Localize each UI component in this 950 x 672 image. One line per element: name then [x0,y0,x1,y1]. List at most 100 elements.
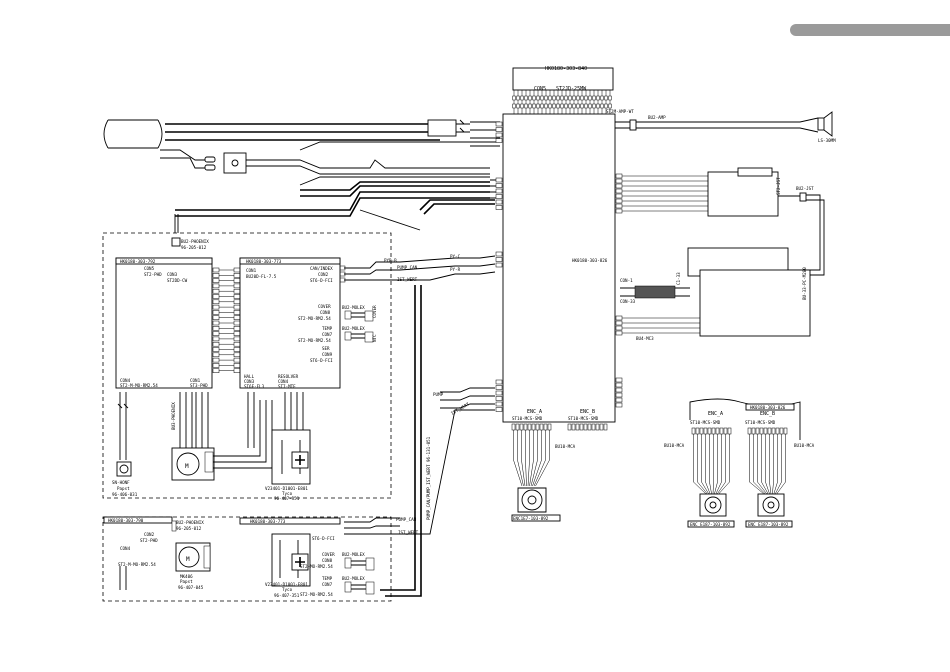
panel-a-wire [705,434,711,495]
pump-label: PUMP [433,392,444,397]
jst-pin [615,208,623,214]
fan-mfr: Papst [117,486,130,491]
board-a-pin [212,347,220,352]
fan-label: SN-HONF [112,480,130,485]
top-conn-label: ST2JD-25MW [556,86,587,92]
board-a-pin [212,357,220,363]
res-num: 96-407-351 [274,496,300,501]
upper-phoenix: BU2-PHOENIX 96-205-012 [171,214,209,250]
panel-b-wire [776,434,786,495]
panel-b-wire [757,434,767,495]
board-b-pin [233,352,241,358]
con33a-label: CON-33 [620,299,636,304]
top-pin [568,95,572,101]
board-b-pin [233,283,241,289]
enc-b-pin [595,423,600,431]
lower-st2: ST2-PHD [140,538,158,543]
cover-bu: BU2-MOLEX [342,305,365,310]
res-mfr: Tyco [282,491,293,496]
main-pin [495,401,503,407]
top-pin [588,95,592,101]
panel-enc-a-id: ENC_E187-103-892 [690,522,731,527]
panel-b-wire [749,434,765,495]
top-pin [584,103,588,109]
top-pin [572,103,576,109]
speaker-label: LS-30MM [818,138,836,143]
panel-enc-b: ENC_B [760,411,775,417]
panel-a-wire [715,434,722,495]
con1-text: CON1 [246,268,257,273]
panel-a-wire [701,434,710,495]
enc-wire [533,430,546,487]
amp-cable-label: BU2-AMP [648,115,666,120]
lower-con2: CON2 [144,532,155,537]
board-a-pin [212,336,220,342]
st2-text: ST2-PHD [144,272,162,277]
py-r-label: PY-R [450,267,461,272]
temp-sw: NTC [372,334,377,342]
main-pin [495,390,503,396]
can-con: CON2 [318,272,329,277]
lower-phoenix-id: 96-205-012 [176,526,202,531]
top-pin [552,103,556,109]
board-a-pin [212,283,220,289]
main-encoder-connectors: ENC_A ENC_B ST10-MCS-SMD ST10-MCS-SMD BU… [511,409,608,522]
py-b-label: PYB-B [384,258,397,263]
enc-a-pin [547,423,552,431]
panel-a-wire [714,434,718,495]
panel-b-pin [747,427,752,435]
enc-a-label: ENC_A [527,409,542,415]
board-b-pin [233,320,241,326]
main-pin [495,138,503,143]
lower-temp-st: ST2-MO-RM2.54 [300,592,333,597]
top-pin [560,103,564,109]
board-b-pin [233,368,241,373]
top-pin [604,103,608,109]
enc-wire [530,430,538,487]
panel-b-pin [755,427,760,435]
lower-cover: COVER [322,552,335,557]
top-pin [548,103,552,109]
board-b-label: HK0180-303-773 [246,259,282,264]
panel-a-wire [709,434,712,495]
cover-con: CON8 [320,310,331,315]
lower-con4-st: ST2-M-MO-RM2.54 [118,562,156,567]
board-a-pin [212,368,220,373]
ist-wert-label: IST_WERT [397,277,418,282]
main-controller-board [502,113,616,423]
st10b-label: ST10-MCS-SMD [568,416,599,421]
jst-label: ST2-JST [776,177,781,195]
con1-label: CON-1 [620,278,633,283]
top-pin [564,95,568,101]
ser-text: SER [322,346,330,351]
board-b-pin [233,331,241,336]
enc-wire [517,430,524,487]
phoenix-label: BU2-PHOENIX [181,239,209,244]
top-pin [548,95,552,101]
board-b-pin [233,315,241,320]
lower-ist-wert: IST_WERT [398,530,419,535]
panel-b-wire [753,434,766,495]
main-pin [495,199,503,205]
panel-a-pin [695,427,700,435]
top-pin [604,95,608,101]
st10a-label: ST10-MCS-SMD [512,416,543,421]
enc-b-pin [599,423,604,431]
top-pin [544,103,548,109]
jst-pin [615,193,623,199]
jst-cable: BU2-JST [796,186,814,191]
panel-b-pin [779,427,784,435]
enc-b-pin [579,423,584,431]
enc-wire [521,430,526,487]
top-pin [552,95,556,101]
upper-dashed-group [102,232,392,499]
main-pin [495,379,503,385]
top-pin [576,103,580,109]
top-pin [536,103,540,109]
panel-enc-a: ENC_A [708,411,723,417]
enc-b-pin [583,423,588,431]
cover-sw: COVER [372,305,377,318]
panel-b-pin [783,427,788,435]
board-a-pin [212,363,220,368]
top-pin [520,95,524,101]
